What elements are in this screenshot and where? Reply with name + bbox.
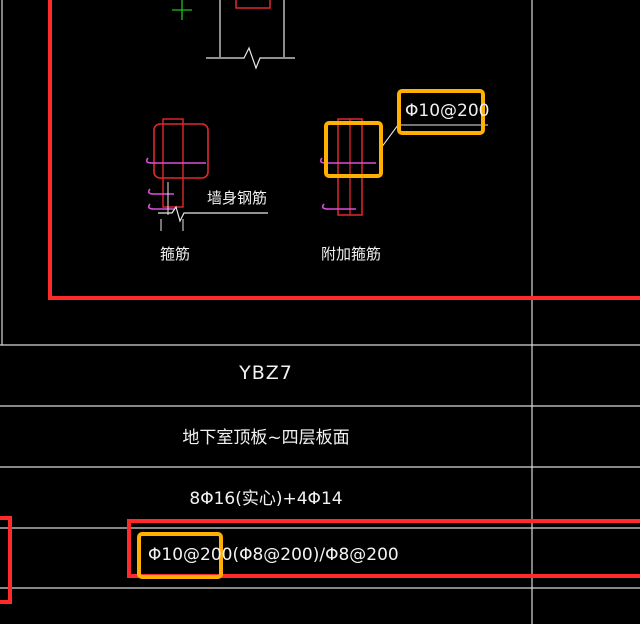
top-wall-detail — [206, 0, 295, 70]
callout-rebar-label: Φ10@200 — [405, 101, 490, 121]
highlight-frames-red — [0, 0, 640, 604]
stirrup-detail — [145, 118, 268, 231]
wall-rebar-label: 墙身钢筋 — [207, 189, 268, 207]
longitudinal-rebar-cell: 8Φ16(实心)+4Φ14 — [189, 489, 343, 509]
column-name-cell: YBZ7 — [239, 362, 293, 384]
highlight-boxes-yellow — [137, 89, 485, 579]
axis-marker — [172, 0, 192, 20]
additional-stirrup-label: 附加箍筋 — [321, 245, 382, 263]
stirrup-rebar-cell: Φ10@200(Φ8@200)/Φ8@200 — [148, 545, 399, 565]
stirrup-label: 箍筋 — [160, 245, 191, 263]
floor-range-cell: 地下室顶板~四层板面 — [182, 428, 350, 448]
